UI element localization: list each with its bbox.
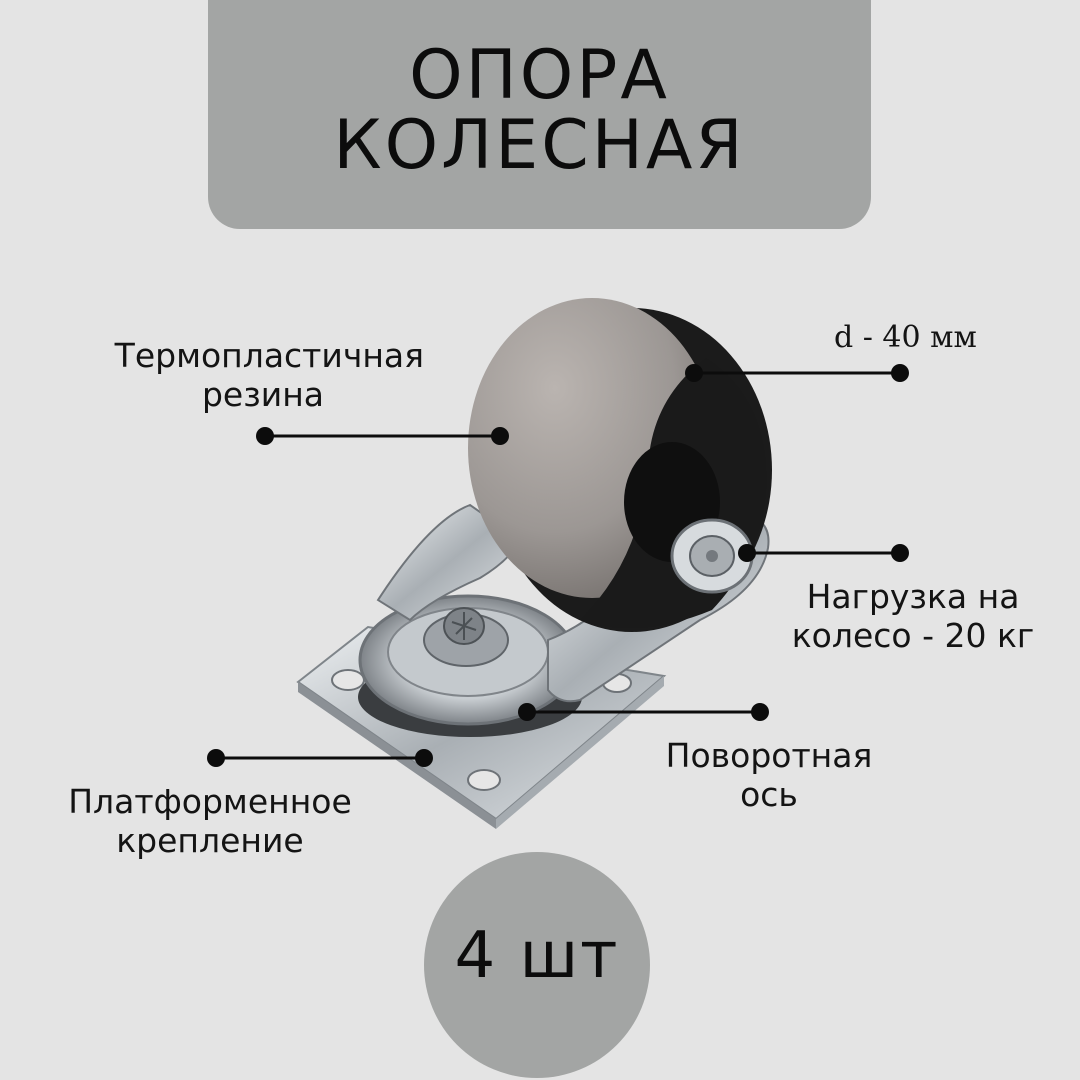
label-mount-line-2: крепление bbox=[116, 821, 304, 860]
quantity-text: 4 шт bbox=[454, 919, 620, 993]
callout-dot bbox=[256, 427, 274, 445]
label-diameter: d - 40 мм bbox=[834, 320, 977, 355]
label-axis-line-1: Поворотная bbox=[665, 736, 873, 775]
title-banner: ОПОРА КОЛЕСНАЯ bbox=[208, 0, 871, 229]
callout-dot bbox=[891, 364, 909, 382]
mount-hole bbox=[331, 669, 365, 691]
callout-lines bbox=[207, 364, 909, 767]
label-axis: Поворотная ось bbox=[648, 736, 890, 814]
label-rubber-line-2: резина bbox=[201, 375, 324, 414]
label-axis-line-2: ось bbox=[740, 775, 798, 814]
axle-bolt bbox=[670, 518, 754, 594]
label-mount: Платформенное крепление bbox=[48, 782, 372, 860]
callout-dot bbox=[891, 544, 909, 562]
title-line-2: КОЛЕСНАЯ bbox=[333, 106, 746, 185]
label-load: Нагрузка на колесо - 20 кг bbox=[782, 577, 1044, 655]
quantity-badge: 4 шт bbox=[424, 852, 650, 1078]
label-load-line-1: Нагрузка на bbox=[806, 577, 1020, 616]
wheel bbox=[468, 298, 772, 632]
mount-hole bbox=[467, 769, 501, 791]
callout-dot bbox=[207, 749, 225, 767]
label-rubber-line-1: Термопластичная bbox=[114, 336, 424, 375]
label-mount-line-1: Платформенное bbox=[68, 782, 352, 821]
callout-dot bbox=[751, 703, 769, 721]
callout-dot bbox=[518, 703, 536, 721]
callout-dot bbox=[685, 364, 703, 382]
callout-dot bbox=[491, 427, 509, 445]
callout-dot bbox=[738, 544, 756, 562]
label-rubber: Термопластичная резина bbox=[115, 336, 424, 414]
title-line-1: ОПОРА bbox=[409, 36, 670, 115]
swivel-bearing bbox=[358, 594, 582, 737]
label-load-line-2: колесо - 20 кг bbox=[791, 616, 1035, 655]
callout-dot bbox=[415, 749, 433, 767]
